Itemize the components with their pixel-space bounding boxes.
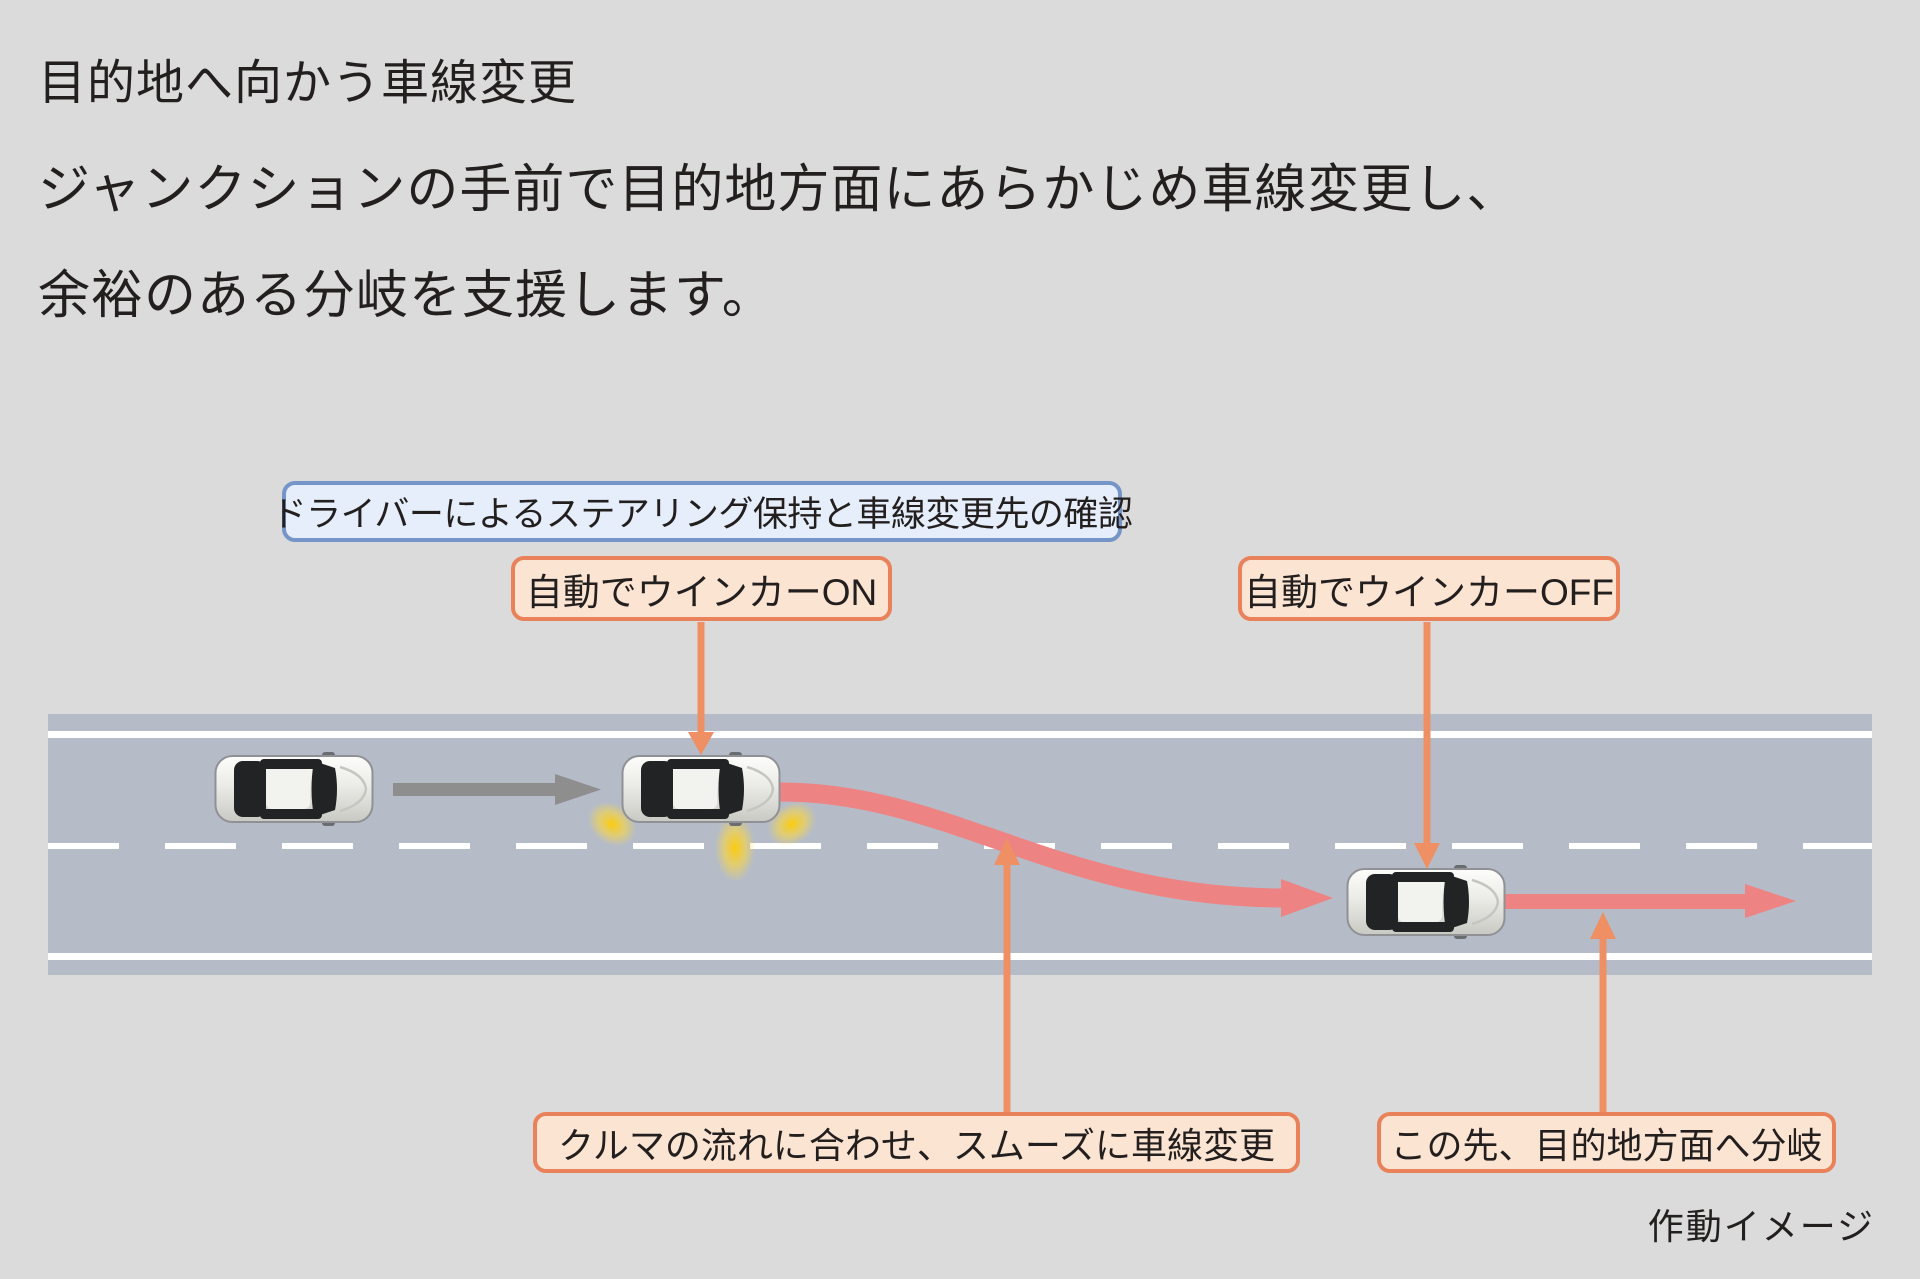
image-caption: 作動イメージ <box>1647 1206 1875 1247</box>
callout-driver-confirm: ドライバーによるステアリング保持と車線変更先の確認 <box>272 481 1133 542</box>
diagram-description-line1: ジャンクションの手前で目的地方面にあらかじめ車線変更し、 <box>38 161 1520 219</box>
lane-divider-dashed-line <box>48 843 1872 849</box>
diagram-title: 目的地へ向かう車線変更 <box>38 57 578 110</box>
callout-blinker-on: 自動でウインカーON <box>511 556 892 621</box>
road-edge-line-top <box>48 731 1872 738</box>
road-edge-line-bottom <box>48 953 1872 960</box>
road <box>48 714 1872 975</box>
callout-smooth-lane-change: クルマの流れに合わせ、スムーズに車線変更 <box>533 1112 1300 1173</box>
callout-blinker-off: 自動でウインカーOFF <box>1238 556 1620 621</box>
callout-branch-ahead: この先、目的地方面へ分岐 <box>1377 1112 1836 1173</box>
diagram-description-line2: 余裕のある分岐を支援します。 <box>38 267 775 325</box>
